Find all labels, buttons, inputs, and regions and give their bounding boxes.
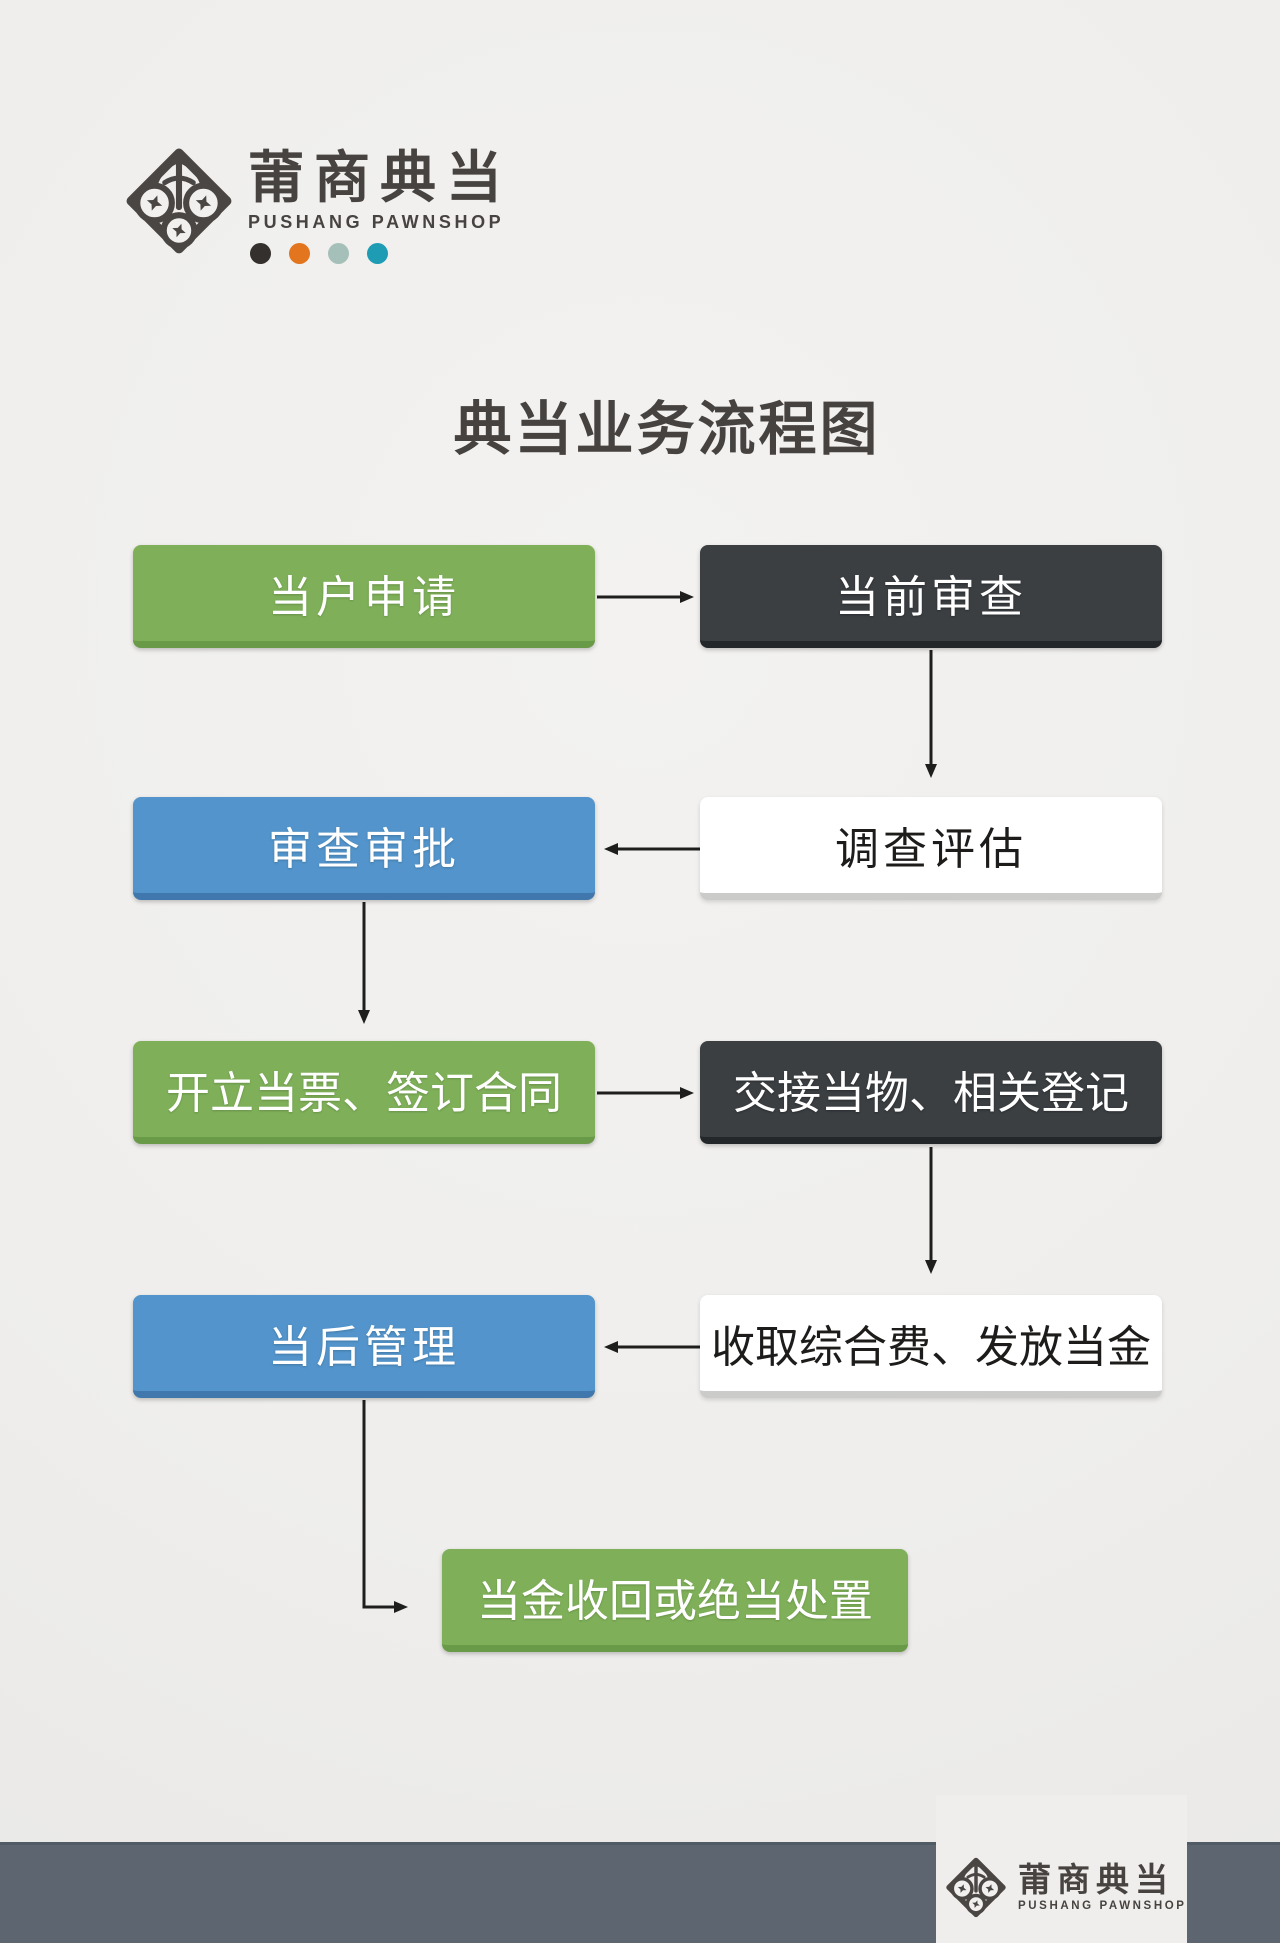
flow-node-label: 收取综合费、发放当金: [711, 1323, 1151, 1372]
flow-node-investigation: 调查评估: [700, 797, 1162, 900]
flow-node-label: 交接当物、相关登记: [733, 1069, 1129, 1118]
flow-node-redeem-dispose: 当金收回或绝当处置: [442, 1549, 908, 1652]
brand-dot-icon: [250, 243, 271, 265]
flow-node-label: 当前审查: [835, 573, 1027, 622]
flow-node-handover-register: 交接当物、相关登记: [700, 1041, 1162, 1144]
brand-name-en: PUSHANG PAWNSHOP: [248, 212, 505, 233]
flow-node-label: 当金收回或绝当处置: [477, 1577, 873, 1626]
brand-text-block: 莆商典当 PUSHANG PAWNSHOP: [248, 146, 512, 265]
flow-node-label: 开立当票、签订合同: [166, 1069, 562, 1118]
flow-node-review-approval: 审查审批: [133, 797, 595, 900]
flow-node-label: 调查评估: [835, 825, 1027, 874]
pushang-logo-icon: [946, 1856, 1006, 1920]
footer-logo-plate: [936, 1795, 1187, 1943]
flow-node-ticket-contract: 开立当票、签订合同: [133, 1041, 595, 1144]
footer-name-en: PUSHANG PAWNSHOP: [1018, 1900, 1187, 1913]
brand-name-cn: 莆商典当: [248, 146, 512, 209]
brand-dot-icon: [289, 243, 310, 265]
footer-text-block: 莆商典当 PUSHANG PAWNSHOP: [1018, 1861, 1187, 1913]
flow-node-post-management: 当后管理: [133, 1295, 595, 1398]
brand-dot-icon: [367, 243, 388, 265]
page-title: 典当业务流程图: [453, 397, 881, 462]
header-brand: 莆商典当 PUSHANG PAWNSHOP: [126, 146, 512, 265]
footer-name-cn: 莆商典当: [1018, 1861, 1174, 1898]
flow-node-initial-review: 当前审查: [700, 545, 1162, 648]
flow-node-label: 当后管理: [268, 1323, 460, 1372]
flow-node-label: 审查审批: [268, 825, 460, 874]
arrow-postmgmt-to-redeem: [362, 1400, 408, 1613]
footer-brand: 莆商典当 PUSHANG PAWNSHOP: [946, 1856, 1187, 1920]
flow-node-fee-and-loan: 收取综合费、发放当金: [700, 1295, 1162, 1398]
pushang-logo-icon: [126, 146, 232, 258]
flow-node-apply: 当户申请: [133, 545, 595, 648]
brand-dots: [250, 243, 512, 265]
brand-dot-icon: [328, 243, 349, 265]
flow-node-label: 当户申请: [268, 573, 460, 622]
